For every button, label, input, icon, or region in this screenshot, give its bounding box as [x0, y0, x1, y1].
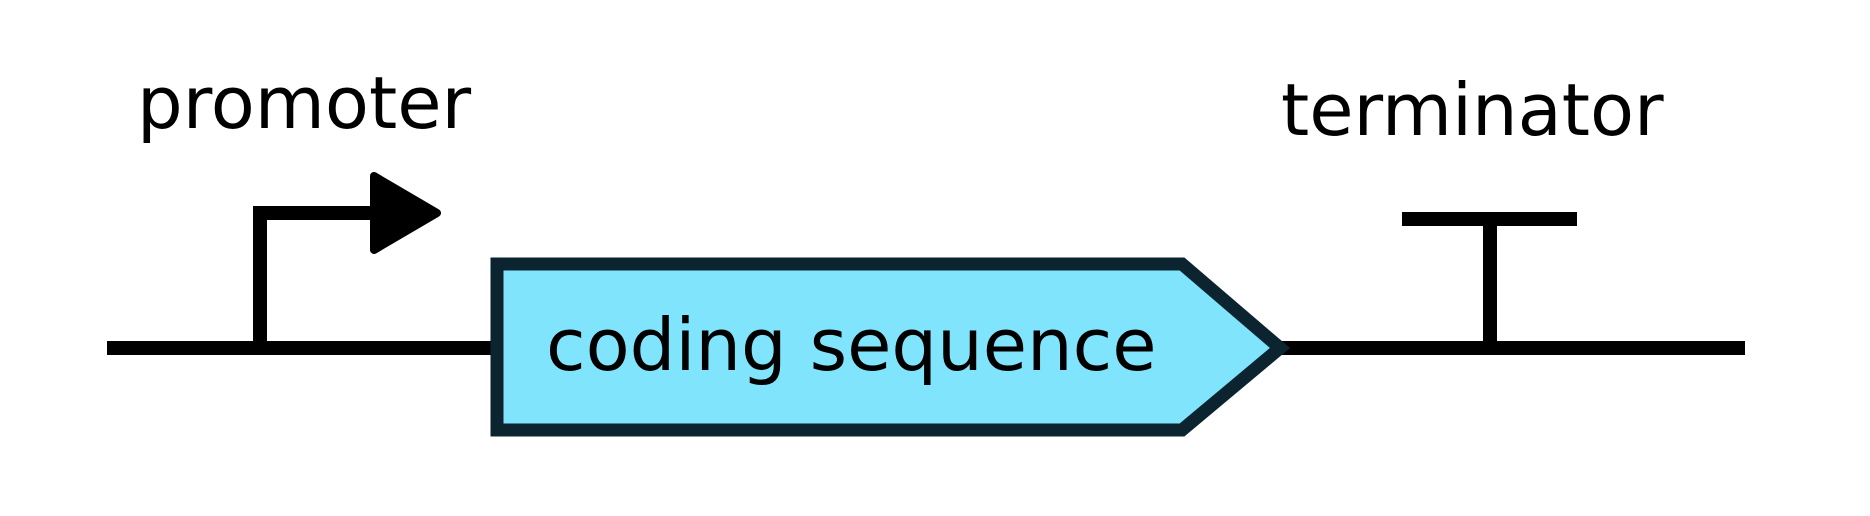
coding-sequence-arrow-shape — [490, 257, 1291, 437]
terminator-label: terminator — [1281, 68, 1664, 152]
coding-sequence-label: coding sequence — [546, 303, 1157, 387]
promoter-arrow-stem — [253, 206, 378, 348]
promoter-arrowhead — [370, 172, 441, 254]
terminator-glyph — [1402, 212, 1577, 348]
promoter-glyph — [253, 172, 441, 348]
promoter-label: promoter — [137, 61, 471, 145]
coding-sequence-glyph: coding sequence — [490, 257, 1291, 437]
